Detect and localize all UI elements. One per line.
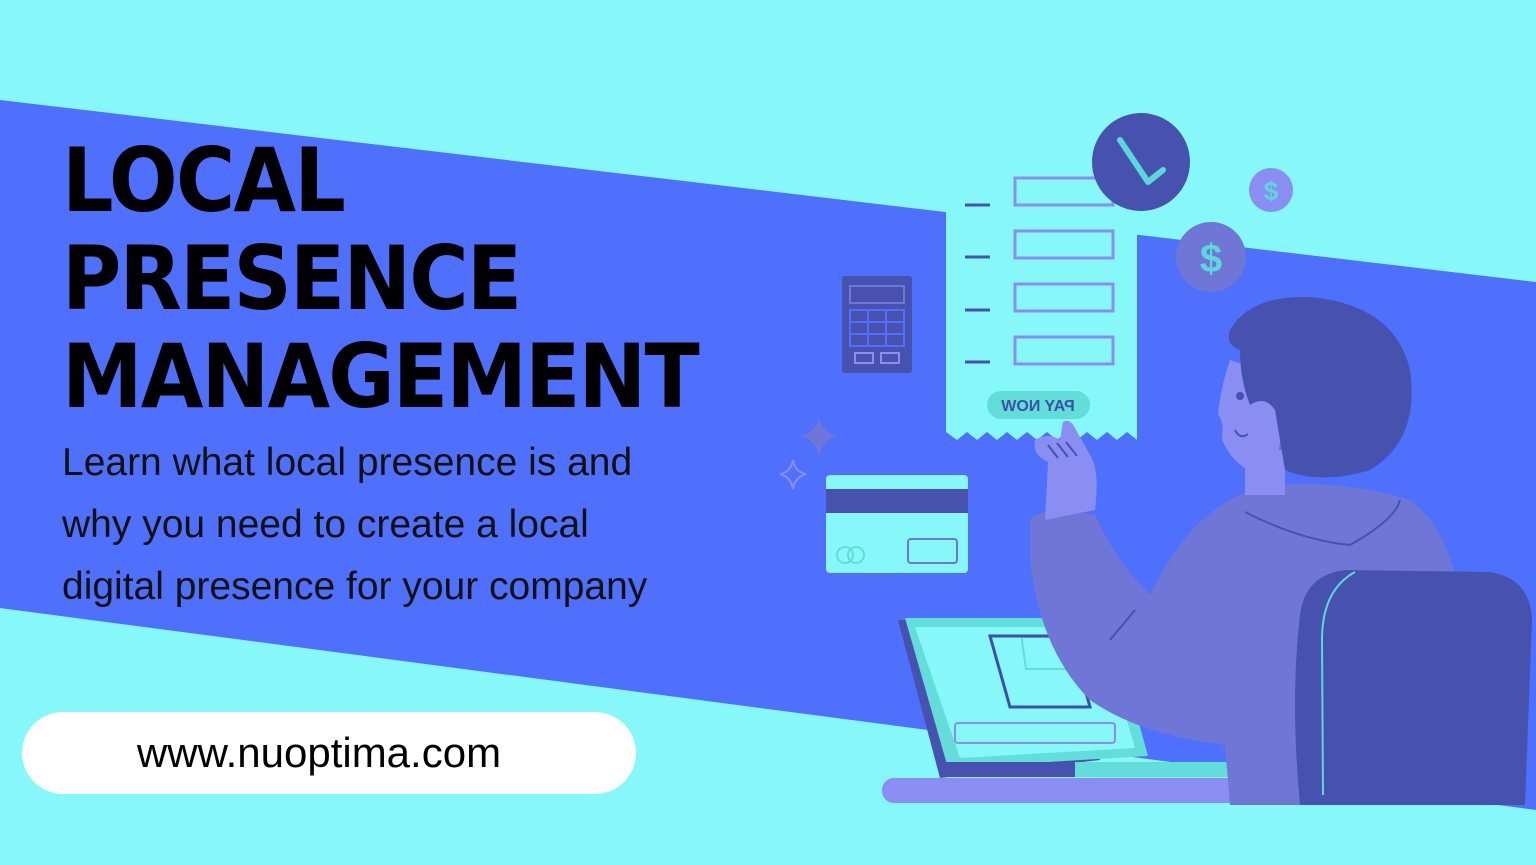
subtitle-line-3: digital presence for your company [62, 565, 648, 608]
subtitle-line-2: why you need to create a local [62, 503, 589, 546]
subtitle: Learn what local presence is and why you… [62, 432, 762, 618]
title-line-3: MANAGEMENT [62, 325, 700, 428]
title-line-1: LOCAL [62, 129, 346, 232]
page-title: LOCAL PRESENCE MANAGEMENT [62, 129, 700, 428]
website-link[interactable]: www.nuoptima.com [22, 712, 636, 794]
website-url: www.nuoptima.com [136, 729, 502, 776]
subtitle-line-1: Learn what local presence is and [62, 441, 633, 484]
title-line-2: PRESENCE [62, 227, 522, 330]
